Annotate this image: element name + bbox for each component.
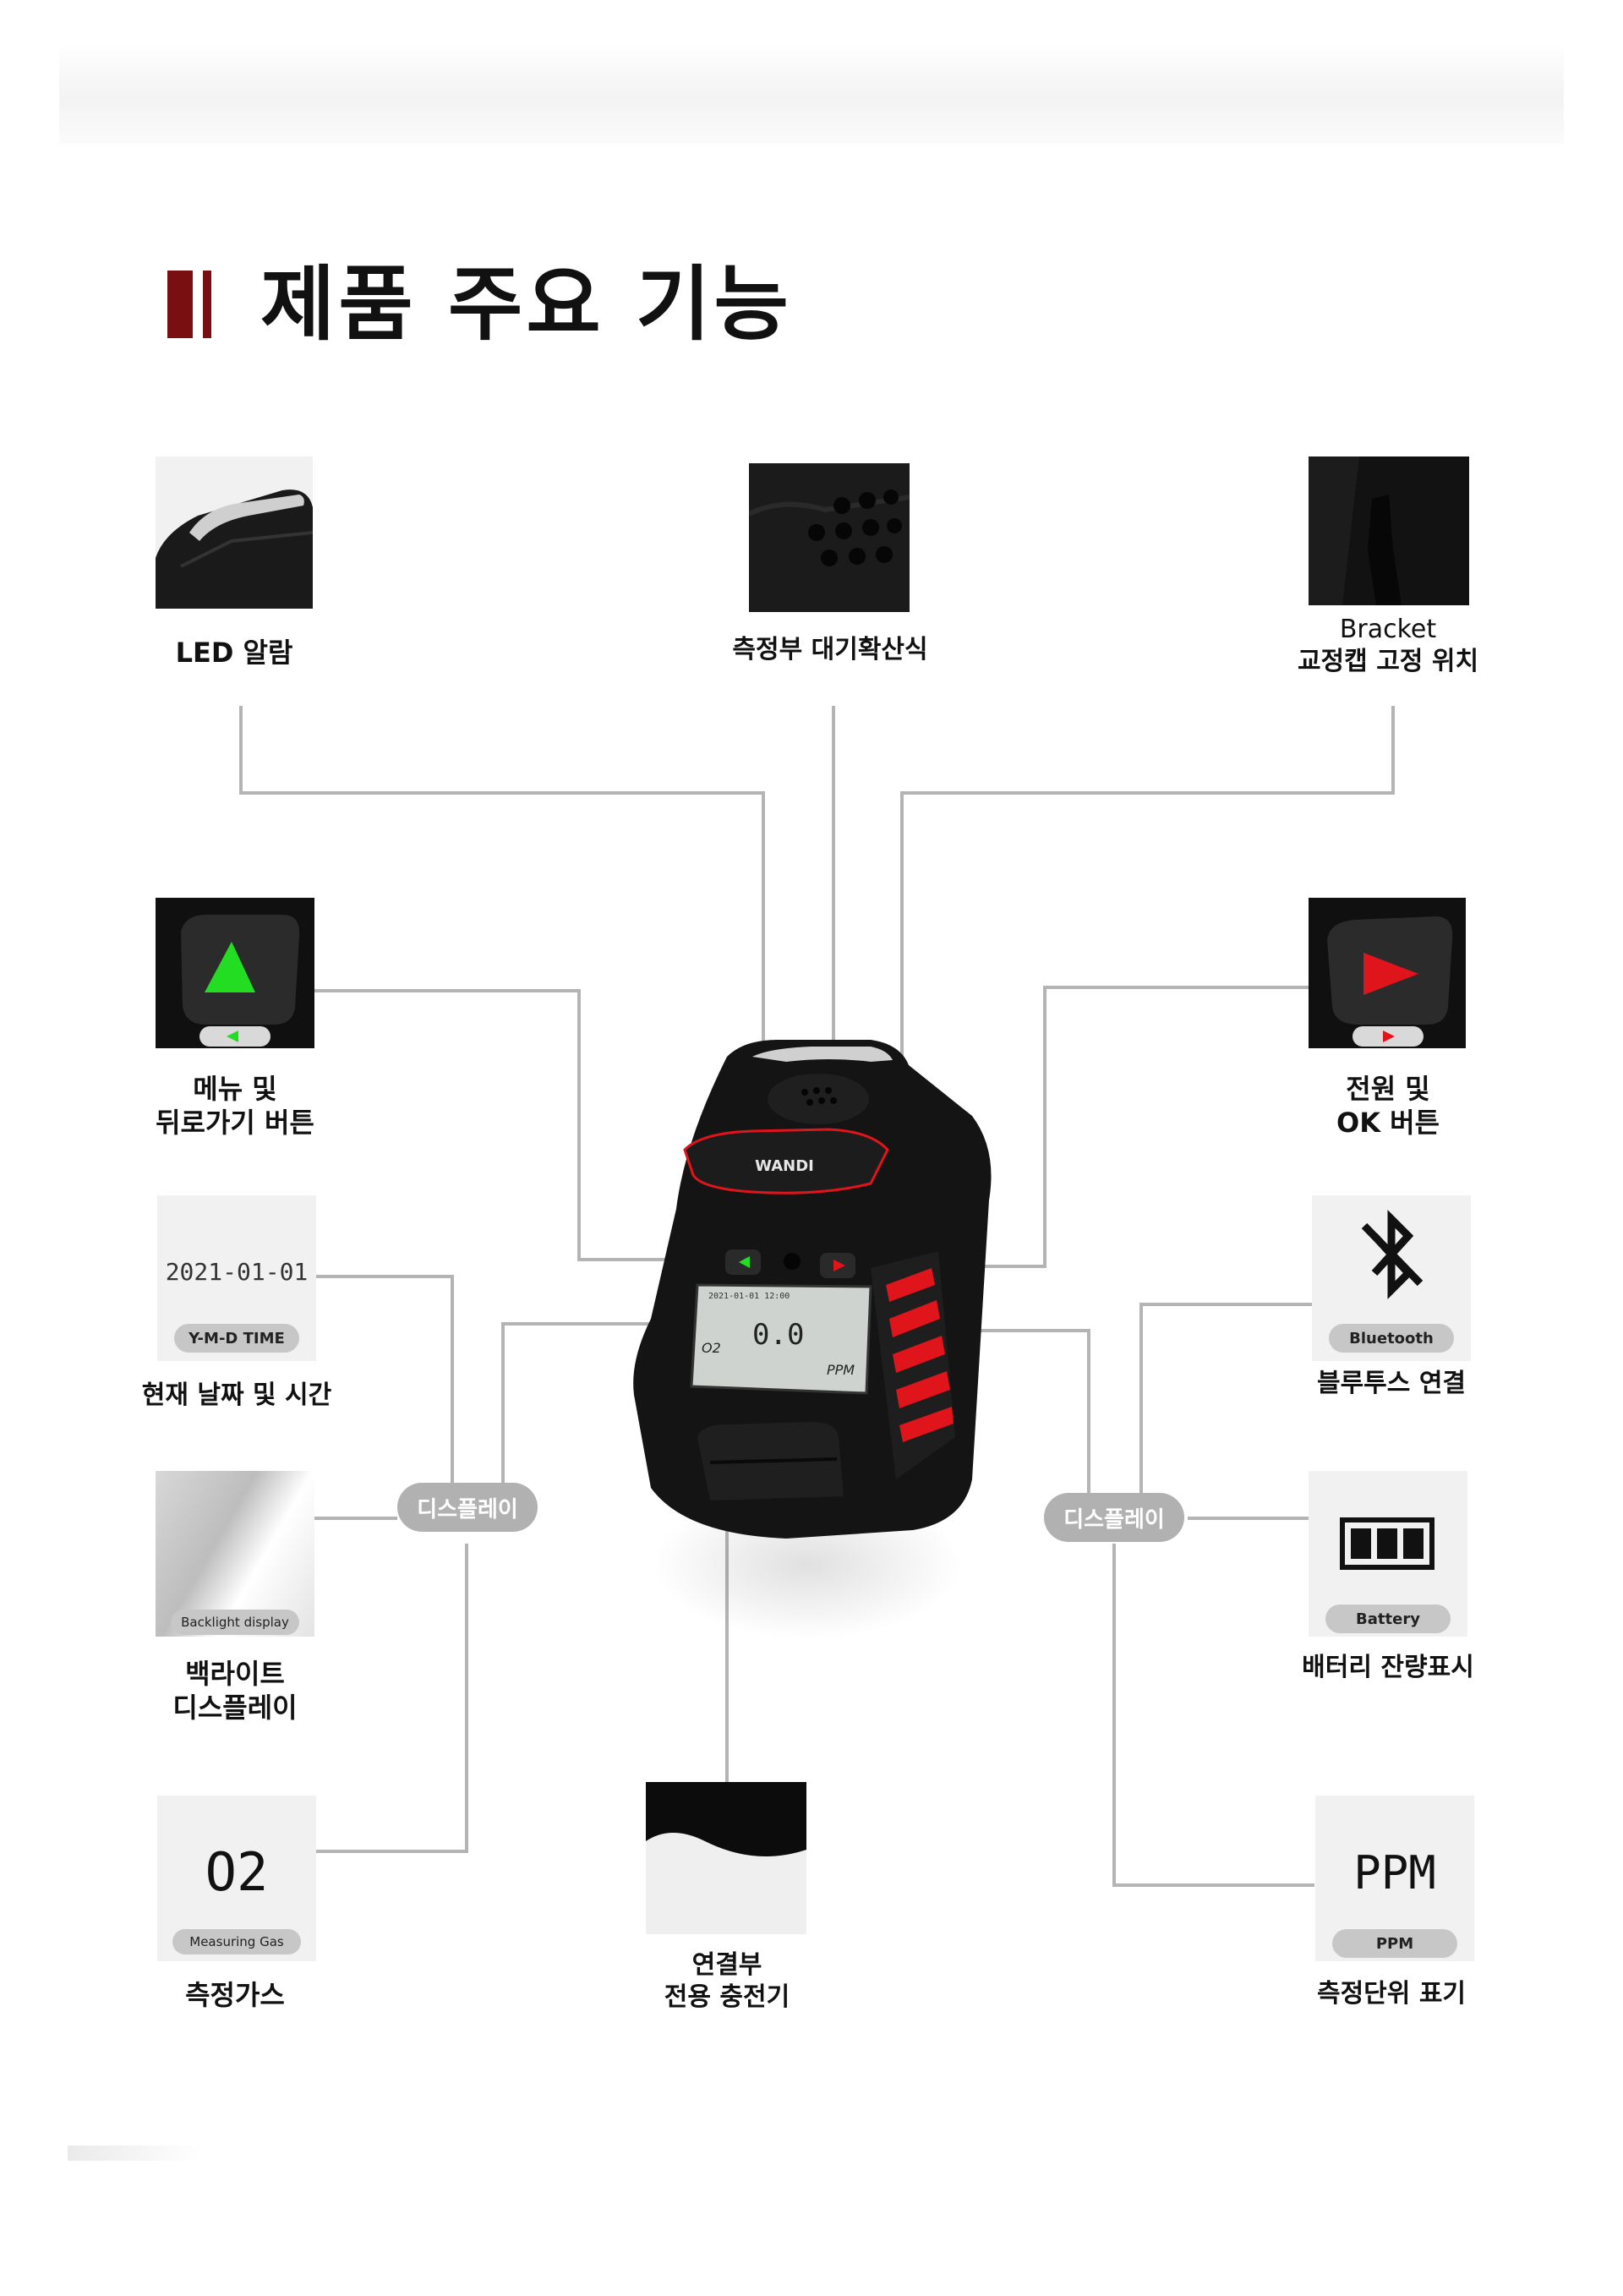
line-bluetooth: [1139, 1303, 1314, 1496]
line-datetime: [314, 1275, 454, 1488]
gas-detector-device: WANDI 2021-01-01 12:00 0.0 O2 PPM: [633, 1040, 992, 1539]
bluetooth-tile: Bluetooth: [1312, 1195, 1471, 1361]
top-banner-shadow: [59, 42, 1564, 144]
led-alarm-label: LED 알람: [175, 637, 293, 669]
backlight-pill: Backlight display: [171, 1610, 299, 1635]
device-screen-date: 2021-01-01 12:00: [708, 1292, 790, 1301]
led-alarm-photo: [156, 456, 313, 609]
charger-label-1: 연결부: [691, 1950, 762, 1980]
battery-pill: Battery: [1325, 1604, 1451, 1633]
bluetooth-icon: [1361, 1210, 1424, 1299]
device-screen-unit: PPM: [827, 1362, 855, 1378]
display-pill-right: 디스플레이: [1044, 1493, 1184, 1542]
datetime-value: 2021-01-01: [165, 1258, 309, 1286]
ppm-pill: PPM: [1332, 1929, 1457, 1958]
line-display-left: [501, 1322, 691, 1506]
display-pill-left: 디스플레이: [397, 1483, 538, 1532]
menu-back-button-photo: [156, 898, 314, 1048]
datetime-label: 현재 날짜 및 시간: [141, 1380, 332, 1410]
power-ok-label-1: 전원 및: [1346, 1073, 1430, 1105]
title-accent-bar-thin: [203, 271, 211, 338]
bottom-streak: [68, 2146, 203, 2161]
ppm-label: 측정단위 표기: [1316, 1979, 1467, 2009]
power-ok-label-2: OK 버튼: [1336, 1107, 1440, 1139]
backlight-label-1: 백라이트: [185, 1658, 285, 1690]
datetime-tile: 2021-01-01 Y-M-D TIME: [157, 1195, 316, 1361]
device-screen-gas: O2: [702, 1340, 721, 1356]
diffusion-label: 측정부 대기확산식: [732, 635, 928, 664]
line-led-alarm: [239, 706, 765, 1058]
ppm-tile: PPM PPM: [1315, 1796, 1474, 1961]
bluetooth-pill: Bluetooth: [1329, 1324, 1454, 1353]
bracket-photo: [1309, 456, 1469, 605]
line-ppm: [1112, 1544, 1314, 1887]
line-bracket: [900, 706, 1395, 1058]
ppm-value: PPM: [1353, 1846, 1436, 1900]
line-gas: [314, 1544, 468, 1853]
device-brand: WANDI: [755, 1157, 814, 1175]
gas-pill: Measuring Gas: [172, 1929, 301, 1954]
page-title: 제품 주요 기능: [260, 257, 792, 352]
diffusion-grille-photo: [749, 463, 910, 612]
battery-label: 배터리 잔량표시: [1302, 1653, 1474, 1682]
bracket-label-en: Bracket: [1339, 615, 1437, 644]
bracket-label-ko: 교정캡 고정 위치: [1297, 647, 1479, 676]
bluetooth-label: 블루투스 연결: [1316, 1369, 1467, 1398]
backlight-label-2: 디스플레이: [172, 1692, 298, 1724]
gas-value: O2: [205, 1841, 269, 1903]
menu-back-label-2: 뒤로가기 버튼: [156, 1107, 314, 1139]
gas-tile: O2 Measuring Gas: [157, 1796, 316, 1961]
datetime-pill: Y-M-D TIME: [174, 1324, 299, 1353]
power-ok-button-photo: [1309, 898, 1466, 1048]
line-menu-back: [314, 989, 744, 1261]
backlight-tile: Backlight display: [156, 1471, 314, 1637]
title-accent-bar: [167, 271, 193, 338]
menu-back-label-1: 메뉴 및: [193, 1073, 277, 1105]
battery-tile: Battery: [1309, 1471, 1467, 1637]
device-screen-value: 0.0: [752, 1318, 804, 1352]
charger-label-2: 전용 충전기: [664, 1982, 790, 2012]
battery-icon: [1340, 1517, 1434, 1570]
charger-photo: [646, 1782, 806, 1934]
gas-label: 측정가스: [185, 1979, 285, 2011]
